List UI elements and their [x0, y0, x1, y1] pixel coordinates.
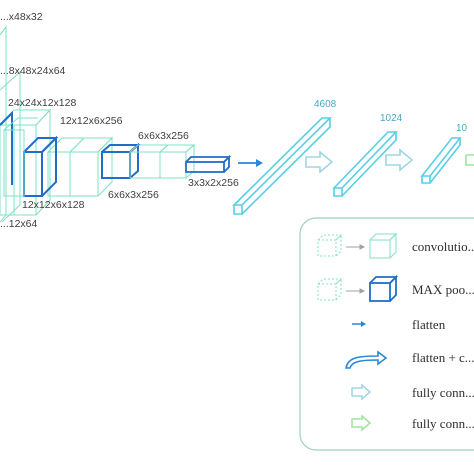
dense-size-1024: 1024 [380, 113, 403, 124]
flatten-arrow-icon [352, 321, 366, 327]
dense-layer-1024 [332, 131, 398, 197]
dense-layer-4608 [232, 117, 332, 215]
layer-label-9: ...12x64 [0, 218, 38, 230]
layer-label-3: 24x24x12x128 [8, 97, 77, 109]
pool-block-2 [23, 135, 59, 197]
dense-size-10: 10 [456, 123, 468, 134]
convolution-icon [317, 232, 398, 259]
layer-label-2: ...8x48x24x64 [0, 65, 66, 77]
legend-label-flatten: flatten [412, 317, 446, 332]
pool-block-4 [185, 154, 232, 173]
fc-arrow-1 [305, 150, 334, 174]
conv-block-4 [46, 136, 114, 197]
legend-label-fully-conn-1: fully conn... [412, 385, 474, 400]
layer-label-5: 6x6x3x256 [138, 130, 189, 142]
fc-arrow-2 [385, 148, 414, 172]
layer-label-1: ...x48x32 [0, 11, 43, 23]
max-pool-icon [317, 274, 399, 302]
conv-block-4b [3, 117, 38, 197]
legend-label-fully-conn-2: fully conn... [412, 416, 474, 431]
layer-label-7: 6x6x3x256 [108, 189, 159, 201]
legend-label-max-pool: MAX poo... [412, 282, 474, 297]
conv-block-2 [0, 70, 21, 223]
layer-label-4: 12x12x6x256 [60, 115, 123, 127]
fc-arrow-icon [351, 383, 372, 401]
conv-block-5 [129, 143, 196, 179]
flatten-curve-icon [345, 350, 388, 369]
legend-label-convolution: convolutio... [412, 239, 474, 254]
fc-arrow-green [465, 154, 474, 166]
flatten-arrow [238, 159, 263, 167]
fc-arrow-green-icon [351, 414, 372, 432]
legend-label-flatten-c: flatten + c... [412, 350, 474, 365]
legend-box [299, 217, 474, 451]
dense-size-4608: 4608 [314, 99, 337, 110]
pool-block-1 [0, 110, 13, 185]
layer-label-6: 12x12x6x128 [22, 199, 85, 211]
layer-label-8: 3x3x2x256 [188, 177, 239, 189]
dense-layer-10 [420, 137, 462, 184]
conv-block-1 [0, 25, 7, 223]
